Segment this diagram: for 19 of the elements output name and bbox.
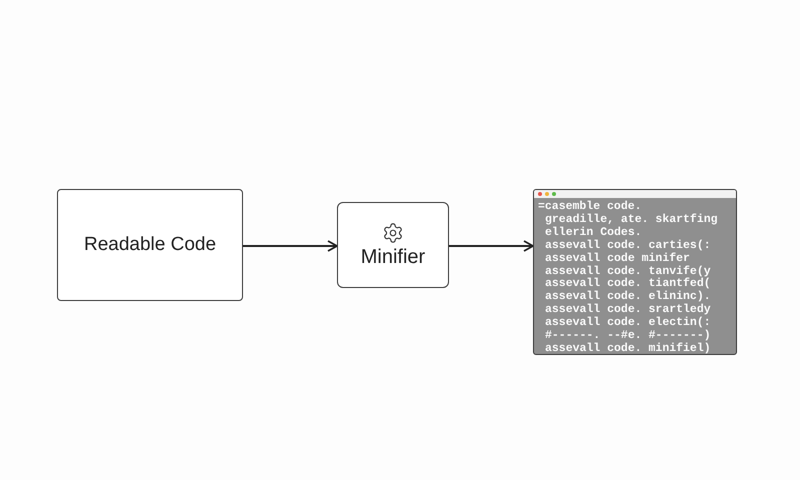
- process-box: [57, 189, 243, 301]
- code-line: assevall code. electin(:: [544, 317, 711, 330]
- arrow: [243, 240, 338, 252]
- node-label: Readable Code: [84, 234, 216, 256]
- code-line: assevall code. carties(:: [544, 240, 711, 252]
- code-line: assevall code. srartledy: [544, 304, 711, 316]
- code-line: assevall code. minifiel): [544, 342, 711, 354]
- code-line: ellerin Codes.: [544, 226, 642, 240]
- code-window: [533, 189, 737, 355]
- code-line: assevall code. elininc).: [544, 291, 711, 304]
- process-box: [337, 202, 449, 288]
- code-line: greadille, ate. skartfing: [544, 214, 718, 226]
- node-label: Minifier: [360, 246, 426, 268]
- code-line: assevall code minifer: [544, 252, 690, 266]
- code-line: assevall code. tiantfed(: [544, 278, 711, 290]
- code-line: assevall code. tanvife(y: [544, 266, 711, 278]
- code-line: #------. --#e. #-------): [544, 330, 711, 342]
- code-line: =casemble code.: [538, 201, 642, 214]
- arrow: [449, 240, 534, 252]
